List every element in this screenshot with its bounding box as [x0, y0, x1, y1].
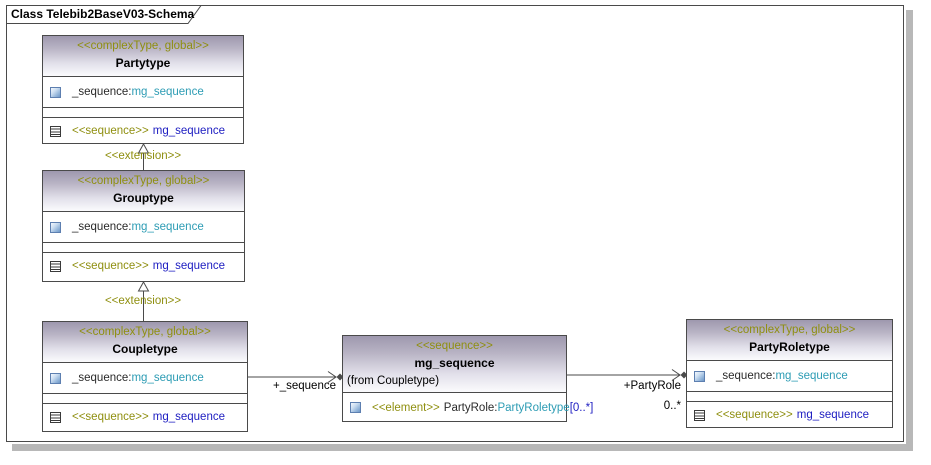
sequence-name: mg_sequence: [152, 411, 225, 423]
class-partyroletype[interactable]: <<complexType, global>> PartyRoletype _s…: [686, 319, 893, 428]
attribute-icon: [50, 221, 61, 233]
sequence-stereotype: <<sequence>>: [72, 125, 149, 137]
class-header: <<complexType, global>> Partytype: [43, 36, 243, 77]
element-type: PartyRoletype: [497, 401, 570, 414]
sequence-row[interactable]: <<sequence>>mg_sequence: [43, 118, 243, 144]
empty-compartment: [43, 108, 243, 118]
sequence-compartment-icon: [50, 260, 61, 272]
frame-shadow-right: [906, 10, 913, 451]
element-row[interactable]: <<element>>PartyRole:PartyRoletype[0..*]: [343, 393, 593, 422]
diagram-title-tab-shape[interactable]: [6, 5, 202, 24]
generalization-triangle-icon: [137, 142, 150, 154]
class-name: PartyRoletype: [749, 340, 830, 354]
class-origin: (from Coupletype): [347, 375, 440, 387]
sequence-name: mg_sequence: [152, 125, 225, 137]
attribute-name: _sequence:: [716, 370, 776, 382]
sequence-row[interactable]: <<sequence>>mg_sequence: [43, 404, 247, 430]
sequence-compartment-icon: [50, 125, 61, 137]
ownership-diamond-icon: [336, 373, 344, 381]
open-arrowhead-icon: [327, 371, 337, 383]
element-name: PartyRole:: [443, 401, 498, 414]
class-header: <<complexType, global>> Coupletype: [43, 322, 247, 363]
class-stereotype: <<complexType, global>>: [77, 40, 209, 52]
attribute-row[interactable]: _sequence:mg_sequence: [43, 77, 243, 108]
attribute-row[interactable]: _sequence:mg_sequence: [687, 361, 892, 392]
class-name: Coupletype: [112, 342, 178, 356]
class-name: mg_sequence: [414, 356, 495, 370]
attribute-icon: [350, 402, 361, 413]
attribute-type: mg_sequence: [131, 372, 204, 384]
sequence-name: mg_sequence: [152, 260, 225, 272]
class-name: Grouptype: [113, 191, 174, 205]
sequence-name: mg_sequence: [796, 409, 869, 421]
class-mg-sequence[interactable]: <<sequence>> mg_sequence (from Coupletyp…: [342, 335, 593, 422]
class-stereotype: <<complexType, global>>: [79, 326, 211, 338]
sequence-stereotype: <<sequence>>: [72, 260, 149, 272]
attribute-type: mg_sequence: [131, 86, 204, 98]
class-header: <<complexType, global>> PartyRoletype: [687, 320, 892, 361]
attribute-type: mg_sequence: [775, 370, 848, 382]
attribute-type: mg_sequence: [131, 221, 204, 233]
sequence-stereotype: <<sequence>>: [72, 411, 149, 423]
association-multiplicity-label[interactable]: 0..*: [663, 400, 681, 412]
extension-label[interactable]: <<extension>>: [104, 150, 182, 162]
element-stereotype: <<element>>: [372, 401, 440, 414]
attribute-icon: [50, 86, 61, 98]
open-arrowhead-icon: [671, 369, 681, 381]
association-role-label-partyrole[interactable]: +PartyRole: [623, 380, 681, 392]
attribute-icon: [50, 372, 61, 384]
frame-shadow-bottom: [12, 444, 913, 451]
class-stereotype: <<sequence>>: [416, 340, 493, 352]
sequence-row[interactable]: <<sequence>>mg_sequence: [43, 253, 244, 279]
sequence-stereotype: <<sequence>>: [716, 409, 793, 421]
class-coupletype[interactable]: <<complexType, global>> Coupletype _sequ…: [42, 321, 248, 432]
empty-compartment: [43, 394, 247, 404]
class-partytype[interactable]: <<complexType, global>> Partytype _seque…: [42, 35, 244, 144]
sequence-row[interactable]: <<sequence>>mg_sequence: [687, 402, 892, 428]
extension-label[interactable]: <<extension>>: [104, 295, 182, 307]
class-header: <<complexType, global>> Grouptype: [43, 171, 244, 212]
attribute-row[interactable]: _sequence:mg_sequence: [43, 363, 247, 394]
class-grouptype[interactable]: <<complexType, global>> Grouptype _seque…: [42, 170, 245, 282]
empty-compartment: [43, 243, 244, 253]
generalization-triangle-icon: [137, 280, 150, 292]
class-stereotype: <<complexType, global>>: [77, 175, 210, 187]
element-multiplicity: [0..*]: [569, 401, 594, 414]
sequence-compartment-icon: [694, 409, 705, 421]
attribute-row[interactable]: _sequence:mg_sequence: [43, 212, 244, 243]
association-role-label-sequence[interactable]: +_sequence: [273, 380, 336, 392]
sequence-compartment-icon: [50, 411, 61, 423]
ownership-diamond-icon: [680, 371, 688, 379]
empty-compartment: [687, 392, 892, 402]
attribute-name: _sequence:: [72, 372, 132, 384]
attribute-icon: [694, 370, 705, 382]
diagram-frame: [6, 5, 904, 442]
class-stereotype: <<complexType, global>>: [723, 324, 856, 336]
class-name: Partytype: [115, 56, 171, 70]
attribute-name: _sequence:: [72, 221, 132, 233]
diagram-title[interactable]: Class Telebib2BaseV03-Schema: [11, 7, 195, 21]
class-header: <<sequence>> mg_sequence (from Coupletyp…: [343, 336, 566, 393]
attribute-name: _sequence:: [72, 86, 132, 98]
